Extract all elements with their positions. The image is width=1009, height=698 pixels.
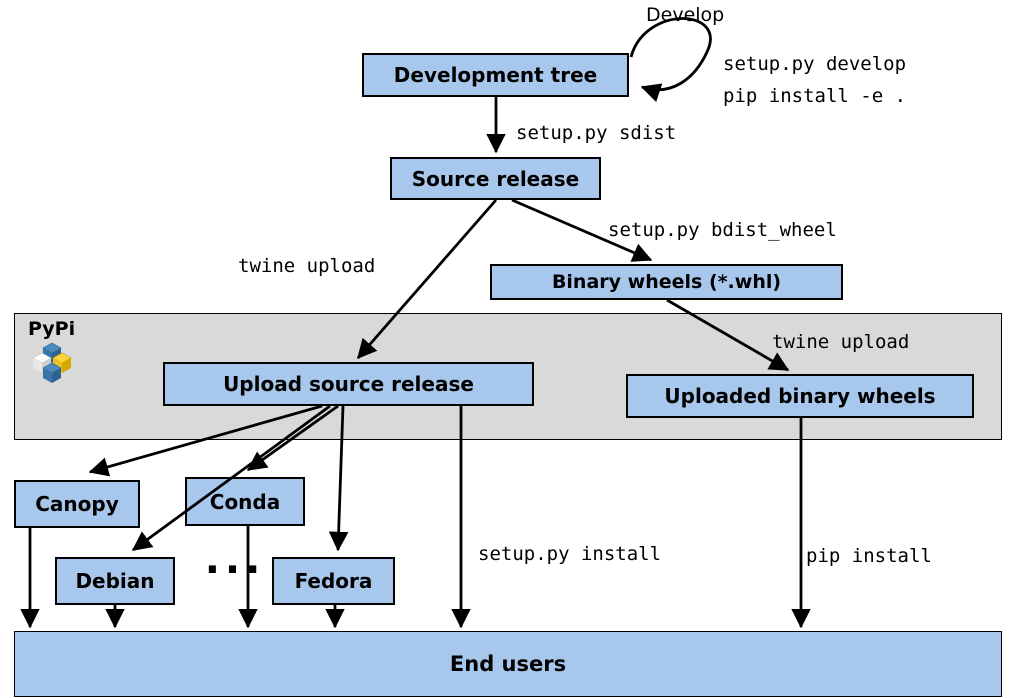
label-pip-install: pip install	[806, 545, 932, 567]
node-source-release: Source release	[390, 157, 601, 200]
node-binary-wheels: Binary wheels (*.whl)	[490, 264, 843, 300]
label-setup-bdist-wheel: setup.py bdist_wheel	[608, 219, 837, 241]
ellipsis-node: ...	[204, 537, 266, 583]
arrow-develop-loop	[629, 17, 712, 103]
pypi-region-label: PyPi	[28, 318, 76, 340]
node-conda: Conda	[185, 477, 305, 526]
node-development-tree: Development tree	[362, 53, 629, 97]
label-setup-develop: setup.py develop	[723, 53, 907, 75]
node-canopy: Canopy	[14, 480, 140, 528]
pypi-logo-icon	[32, 342, 72, 383]
node-debian: Debian	[55, 557, 175, 605]
label-setup-sdist: setup.py sdist	[516, 122, 677, 144]
label-setup-install: setup.py install	[478, 543, 662, 565]
node-upload-source-release: Upload source release	[163, 362, 534, 406]
node-end-users: End users	[14, 631, 1002, 697]
label-develop: Develop	[646, 4, 725, 26]
node-uploaded-binary-wheels: Uploaded binary wheels	[626, 374, 974, 418]
label-pip-install-editable: pip install -e .	[723, 85, 907, 107]
label-twine-upload-wheels: twine upload	[772, 331, 910, 353]
label-twine-upload-source: twine upload	[238, 255, 376, 277]
node-fedora: Fedora	[272, 557, 395, 605]
